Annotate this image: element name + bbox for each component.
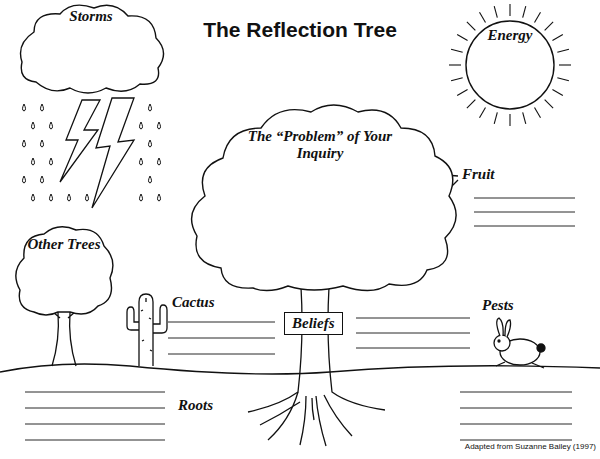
writing-line — [474, 198, 575, 199]
other-tree: Other Trees — [14, 226, 114, 314]
writing-line — [460, 408, 572, 409]
raindrop — [86, 194, 89, 201]
tree-canopy: The “Problem” of Your Inquiry — [183, 98, 463, 293]
raindrop — [158, 158, 161, 165]
sun-outline — [448, 3, 572, 127]
writing-line — [168, 322, 275, 323]
cactus-spines — [141, 298, 152, 351]
rabbit-eye — [498, 340, 500, 342]
node-label: The “Problem” of Your Inquiry — [235, 128, 405, 161]
storm-cloud: Storms — [16, 2, 166, 97]
raindrop — [149, 140, 152, 147]
raindrop — [41, 104, 44, 111]
node-label: Other Trees — [14, 236, 114, 253]
raindrop — [32, 194, 35, 201]
rabbit-legs — [496, 362, 544, 368]
node-label: Energy — [448, 27, 572, 44]
rabbit-head — [494, 335, 510, 351]
writing-line — [460, 424, 572, 425]
raindrop — [140, 122, 143, 129]
raindrop — [23, 140, 26, 147]
roots — [260, 392, 352, 446]
writing-line — [168, 354, 275, 355]
beliefs-box: Beliefs — [284, 312, 343, 335]
part-label: Fruit — [462, 166, 495, 183]
writing-line — [25, 424, 165, 425]
writing-line — [356, 348, 470, 349]
sun: Energy — [448, 3, 572, 127]
writing-line — [356, 333, 470, 334]
raindrop — [149, 176, 152, 183]
tree-canopy-outline — [183, 98, 463, 293]
raindrop — [32, 158, 35, 165]
lightning-bolt — [92, 98, 134, 208]
node-label: Beliefs — [292, 315, 335, 332]
raindrop — [23, 176, 26, 183]
writing-line — [460, 392, 572, 393]
raindrop — [158, 122, 161, 129]
lightning-bolt — [60, 100, 100, 182]
raindrop — [140, 194, 143, 201]
raindrop — [32, 122, 35, 129]
writing-line — [460, 440, 572, 441]
writing-line — [168, 338, 275, 339]
writing-line — [474, 212, 575, 213]
writing-line — [25, 440, 165, 441]
writing-line — [474, 226, 575, 227]
raindrop — [23, 104, 26, 111]
rabbit-ears — [497, 318, 511, 337]
raindrop — [68, 194, 71, 201]
raindrop — [50, 194, 53, 201]
writing-line — [25, 408, 165, 409]
part-label: Pests — [482, 297, 514, 314]
credit-note: Adapted from Suzanne Bailey (1997) — [465, 442, 596, 451]
cactus — [127, 294, 167, 366]
raindrop — [50, 122, 53, 129]
rabbit-tail — [537, 344, 545, 352]
raindrop — [50, 158, 53, 165]
raindrop — [41, 140, 44, 147]
raindrop — [140, 158, 143, 165]
raindrop — [41, 176, 44, 183]
writing-line — [25, 392, 165, 393]
raindrop — [149, 104, 152, 111]
trunk — [248, 287, 385, 412]
part-label: Roots — [178, 397, 213, 414]
node-label: Storms — [16, 8, 166, 25]
part-label: Cactus — [172, 294, 215, 311]
raindrop — [158, 194, 161, 201]
writing-line — [356, 318, 470, 319]
